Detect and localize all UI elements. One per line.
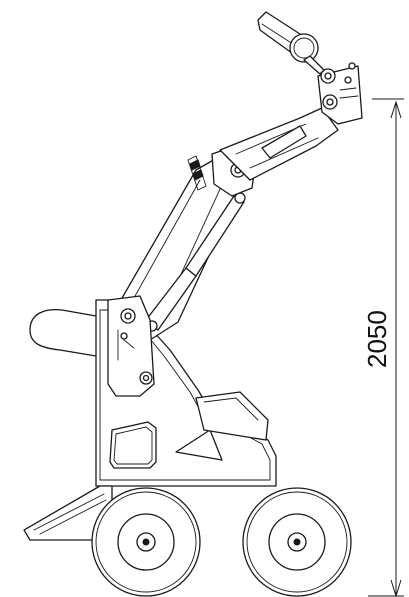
- rear-wheel: [242, 487, 352, 597]
- top-attachment: [257, 11, 325, 75]
- height-dimension: 2050: [362, 98, 404, 597]
- height-dimension-label: 2050: [362, 310, 392, 368]
- lift-arm: [107, 145, 257, 397]
- tool-carrier: [317, 62, 363, 125]
- front-wheel: [91, 487, 201, 597]
- front-blade: [23, 485, 113, 541]
- upper-boom: [219, 107, 339, 181]
